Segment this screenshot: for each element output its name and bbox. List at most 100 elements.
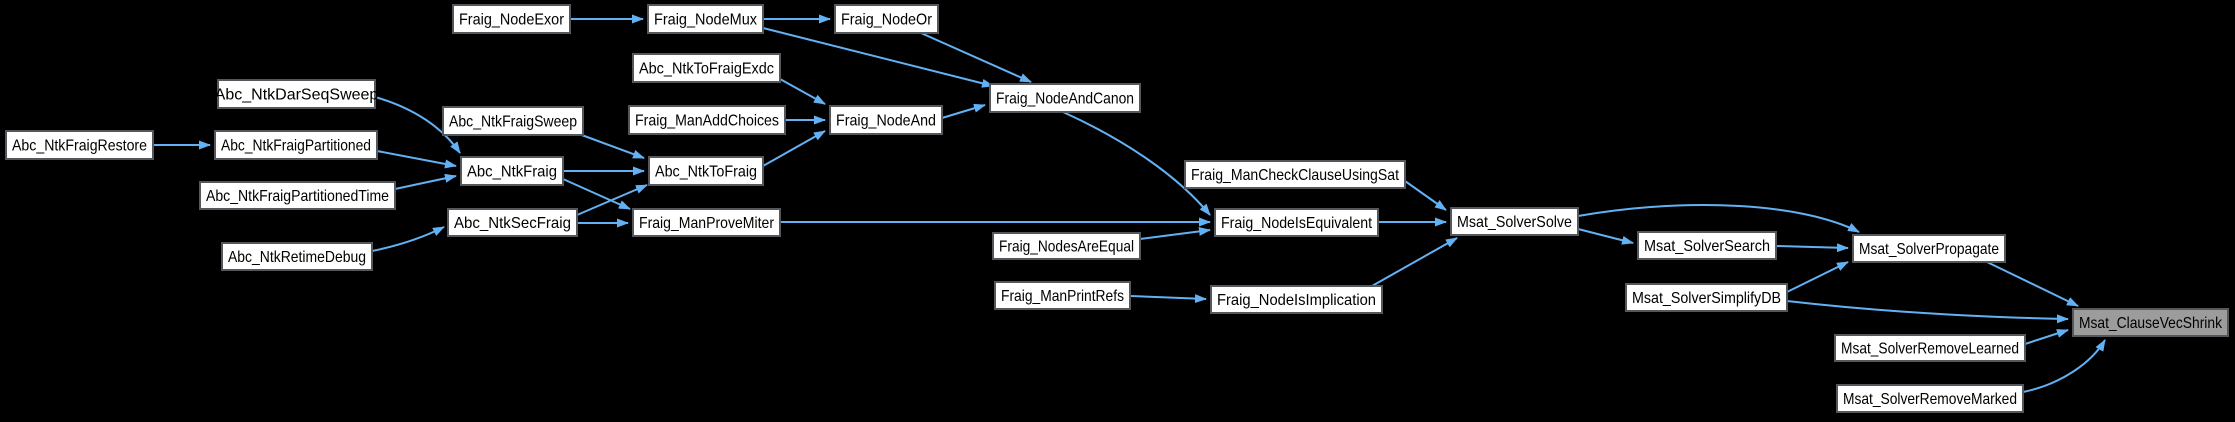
graph-node-Fraig_NodeOr[interactable]: Fraig_NodeOr (834, 4, 939, 34)
current-function-box (2072, 308, 2229, 337)
function-box[interactable] (632, 53, 781, 83)
graph-node-Fraig_ManPrintRefs[interactable]: Fraig_ManPrintRefs (994, 281, 1131, 310)
graph-node-Abc_NtkRetimeDebug[interactable]: Abc_NtkRetimeDebug (221, 242, 373, 271)
function-label: Msat_SolverSimplifyDB (1632, 290, 1781, 307)
edge-search-to-propagate (1775, 243, 1849, 253)
function-label: Abc_NtkDarSeqSweep (215, 87, 379, 104)
graph-node-Fraig_ManAddChoices[interactable]: Fraig_ManAddChoices (628, 105, 786, 135)
edge-solve-to-propagate (1577, 204, 1860, 233)
graph-node-Fraig_NodeExor[interactable]: Fraig_NodeExor (452, 4, 571, 34)
graph-node-Abc_NtkToFraig[interactable]: Abc_NtkToFraig (648, 156, 764, 186)
edge-simplifydb-to-shrink (1786, 300, 2069, 324)
graph-node-Fraig_NodeIsImplication[interactable]: Fraig_NodeIsImplication (1210, 285, 1383, 314)
function-box[interactable] (1184, 160, 1406, 189)
graph-node-Fraig_ManProveMiter[interactable]: Fraig_ManProveMiter (632, 208, 781, 237)
function-box[interactable] (1637, 231, 1777, 260)
function-label: Fraig_NodeAndCanon (996, 91, 1134, 108)
function-label: Msat_SolverPropagate (1859, 241, 1999, 258)
function-label: Abc_NtkRetimeDebug (228, 249, 366, 266)
function-box[interactable] (1625, 283, 1788, 312)
edge-fraig-to-provemiter (562, 178, 631, 210)
graph-node-Msat_ClauseVecShrink: Msat_ClauseVecShrink (2072, 308, 2229, 337)
graph-node-Msat_SolverSearch[interactable]: Msat_SolverSearch (1637, 231, 1777, 260)
function-box[interactable] (632, 208, 781, 237)
function-label: Msat_SolverRemoveMarked (1843, 391, 2017, 408)
function-box[interactable] (199, 181, 396, 210)
function-label: Fraig_NodeAnd (836, 113, 936, 130)
graph-node-Fraig_ManCheckClauseUsingSat[interactable]: Fraig_ManCheckClauseUsingSat (1184, 160, 1406, 189)
function-box[interactable] (452, 4, 571, 34)
edges-layer (153, 14, 2106, 393)
function-box[interactable] (1210, 285, 1383, 314)
function-box[interactable] (217, 79, 376, 109)
edge-andcanon-to-isequivalent (1062, 111, 1211, 216)
function-box[interactable] (834, 4, 939, 34)
edge-isimplication-to-solve (1371, 237, 1458, 287)
function-label: Fraig_NodeIsImplication (1217, 292, 1376, 309)
function-box[interactable] (1214, 208, 1379, 237)
function-box[interactable] (460, 156, 564, 186)
function-label: Fraig_NodeExor (459, 12, 565, 29)
edge-secfraig-to-tofraig (576, 184, 648, 216)
graph-node-Msat_SolverRemoveMarked[interactable]: Msat_SolverRemoveMarked (1836, 384, 2024, 413)
edge-darseqsweep-to-fraig (374, 96, 461, 154)
function-box[interactable] (992, 232, 1141, 260)
graph-node-Abc_NtkFraigPartitioned[interactable]: Abc_NtkFraigPartitioned (214, 130, 378, 160)
graph-node-Msat_SolverSolve[interactable]: Msat_SolverSolve (1450, 207, 1579, 236)
function-box[interactable] (5, 130, 154, 160)
edge-removemarked-to-shrink (2022, 339, 2106, 393)
function-box[interactable] (1450, 207, 1579, 236)
graph-node-Fraig_NodeAnd[interactable]: Fraig_NodeAnd (829, 105, 943, 135)
function-label: Abc_NtkToFraig (655, 164, 757, 181)
function-label: Fraig_ManCheckClauseUsingSat (1191, 167, 1399, 184)
graph-node-Abc_NtkSecFraig[interactable]: Abc_NtkSecFraig (447, 208, 578, 237)
function-box[interactable] (628, 105, 786, 135)
function-label: Abc_NtkFraigPartitioned (221, 138, 371, 155)
edge-simplifydb-to-propagate (1786, 261, 1849, 293)
edge-partitionedtime-to-fraig (394, 173, 457, 190)
edge-partitioned-to-fraig (376, 150, 457, 169)
function-label: Abc_NtkSecFraig (454, 215, 571, 232)
graph-node-Abc_NtkToFraigExdc[interactable]: Abc_NtkToFraigExdc (632, 53, 781, 83)
function-label: Abc_NtkFraigPartitionedTime (206, 188, 389, 205)
function-label: Abc_NtkFraigRestore (12, 138, 147, 155)
function-box[interactable] (1852, 234, 2006, 263)
graph-node-Msat_SolverPropagate[interactable]: Msat_SolverPropagate (1852, 234, 2006, 263)
function-box[interactable] (648, 156, 764, 186)
function-box[interactable] (214, 130, 378, 160)
function-label: Fraig_NodesAreEqual (999, 239, 1134, 256)
function-box[interactable] (442, 106, 584, 136)
function-box[interactable] (989, 83, 1141, 113)
graph-node-Fraig_NodeMux[interactable]: Fraig_NodeMux (647, 4, 764, 34)
graph-node-Msat_SolverSimplifyDB[interactable]: Msat_SolverSimplifyDB (1625, 283, 1788, 312)
edge-or-to-andcanon (920, 32, 1032, 83)
graph-node-Abc_NtkFraig[interactable]: Abc_NtkFraig (460, 156, 564, 186)
function-label: Msat_SolverSolve (1457, 214, 1572, 231)
graph-node-Abc_NtkFraigRestore[interactable]: Abc_NtkFraigRestore (5, 130, 154, 160)
function-box[interactable] (647, 4, 764, 34)
function-box[interactable] (447, 208, 578, 237)
function-label: Fraig_ManAddChoices (635, 113, 779, 130)
graph-node-Fraig_NodeIsEquivalent[interactable]: Fraig_NodeIsEquivalent (1214, 208, 1379, 237)
function-box[interactable] (221, 242, 373, 271)
function-box[interactable] (1834, 334, 2026, 362)
graph-node-Abc_NtkFraigSweep[interactable]: Abc_NtkFraigSweep (442, 106, 584, 136)
graph-node-Abc_NtkFraigPartitionedTime[interactable]: Abc_NtkFraigPartitionedTime (199, 181, 396, 210)
function-box[interactable] (829, 105, 943, 135)
graph-node-Abc_NtkDarSeqSweep[interactable]: Abc_NtkDarSeqSweep (215, 79, 379, 109)
function-label: Fraig_NodeIsEquivalent (1221, 215, 1372, 232)
nodes-layer: Fraig_NodeExor Fraig_NodeMux Fraig_NodeOrA… (5, 4, 2229, 413)
graph-node-Fraig_NodeAndCanon[interactable]: Fraig_NodeAndCanon (989, 83, 1141, 113)
edge-printrefs-to-isimplication (1129, 294, 1207, 304)
edge-nodeand-to-andcanon (941, 103, 986, 119)
graph-node-Msat_SolverRemoveLearned[interactable]: Msat_SolverRemoveLearned (1834, 334, 2026, 362)
function-box[interactable] (1836, 384, 2024, 413)
function-box[interactable] (994, 281, 1131, 310)
graph-node-Fraig_NodesAreEqual[interactable]: Fraig_NodesAreEqual (992, 232, 1141, 260)
function-label: Fraig_ManProveMiter (639, 215, 775, 232)
function-label: Msat_SolverSearch (1644, 238, 1770, 255)
function-label: Abc_NtkFraig (467, 164, 557, 181)
edge-areequal-to-isequivalent (1139, 226, 1211, 240)
